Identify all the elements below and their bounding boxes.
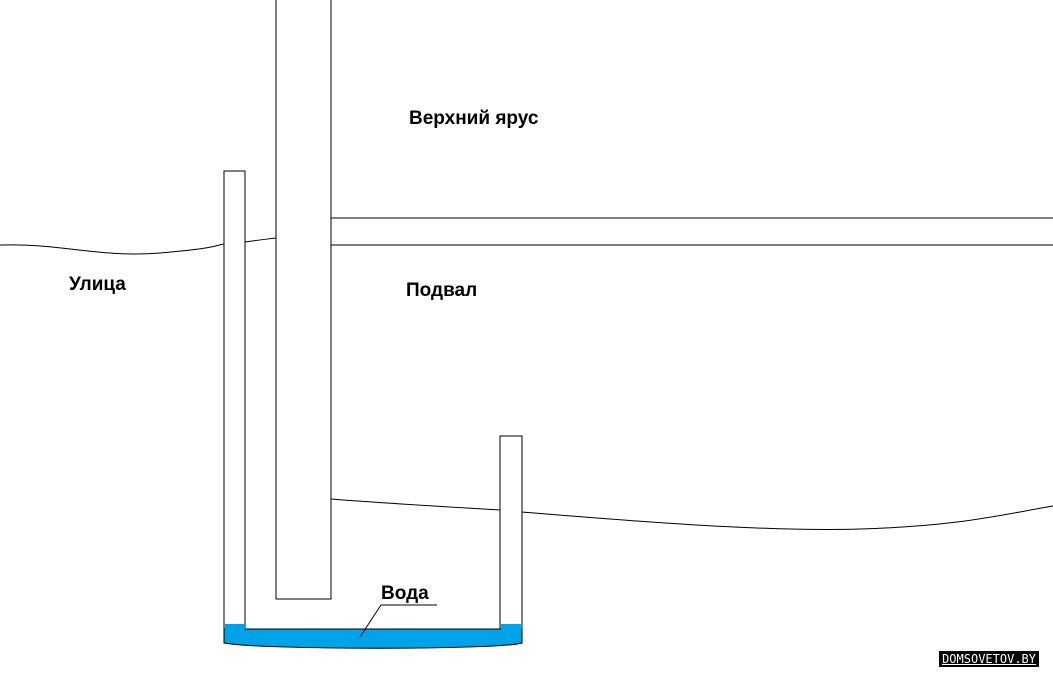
right-pipe-water bbox=[501, 624, 522, 630]
ground-line-left bbox=[0, 243, 225, 255]
basement-floor-line-right bbox=[521, 505, 1053, 530]
basement-floor-line bbox=[330, 498, 501, 511]
floor-slab bbox=[330, 217, 1053, 246]
water-callout-leader bbox=[359, 604, 382, 638]
label-basement: Подвал bbox=[406, 280, 478, 301]
right-pipe bbox=[499, 435, 523, 630]
watermark: DOMSOVETOV.BY bbox=[939, 651, 1039, 667]
trap-bottom bbox=[223, 629, 523, 649]
left-pipe bbox=[223, 170, 246, 630]
center-pipe bbox=[275, 0, 332, 600]
label-water: Вода bbox=[381, 583, 429, 604]
water-body bbox=[224, 624, 522, 649]
left-pipe-water bbox=[225, 624, 245, 630]
ground-line-between bbox=[244, 237, 277, 243]
label-street: Улица bbox=[69, 274, 126, 295]
label-upper-tier: Верхний ярус bbox=[409, 108, 539, 129]
